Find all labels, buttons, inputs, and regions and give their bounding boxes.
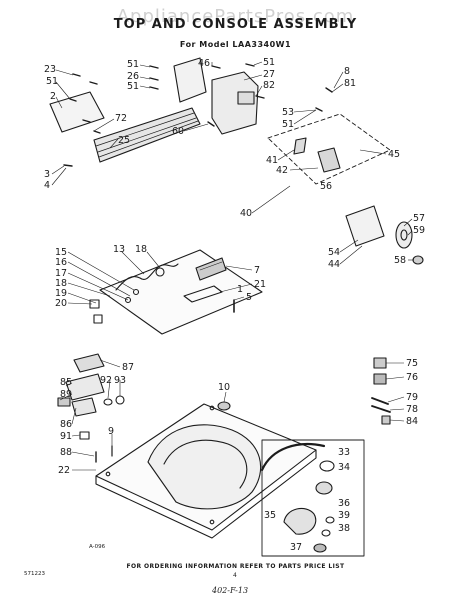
callout: 1 (237, 284, 243, 295)
callout: 54 (328, 247, 340, 258)
callout: 59 (413, 225, 425, 236)
callout-labels: 23 51 2 72 25 3 4 51 26 51 46 51 27 82 8… (44, 57, 425, 553)
knob-insert (412, 255, 424, 265)
figure-code: A-096 (89, 544, 106, 550)
callout: 85 (60, 377, 72, 388)
callout: 40 (240, 208, 252, 219)
callout: 60 (172, 126, 184, 137)
callout: 51 (282, 119, 294, 130)
callout: 19 (55, 288, 67, 299)
callout: 84 (406, 416, 418, 427)
console-panel (49, 91, 105, 133)
callout: 16 (55, 257, 67, 268)
callout: 89 (60, 389, 72, 400)
callout: 17 (55, 268, 67, 279)
callout: 3 (44, 169, 50, 180)
callout: 51 (127, 81, 139, 92)
callout: 21 (254, 279, 266, 290)
callout: 22 (58, 465, 70, 476)
callout: 38 (338, 523, 350, 534)
callout: 92 (100, 375, 112, 386)
valve-parts-inset (261, 439, 365, 557)
screw-group-left (63, 73, 101, 167)
footer-code: 571223 (24, 571, 45, 577)
callout: 39 (338, 510, 350, 521)
callout: 13 (113, 244, 125, 255)
callout: 7 (254, 265, 260, 276)
lid-switch-assembly (65, 373, 105, 401)
callout: 53 (282, 107, 294, 118)
callout: 36 (338, 498, 350, 509)
callout: 33 (338, 447, 350, 458)
callout: 35 (264, 510, 276, 521)
callout: 78 (406, 404, 418, 415)
lid-switch-cover (73, 353, 105, 373)
ordering-note: FOR ORDERING INFORMATION REFER TO PARTS … (126, 563, 345, 570)
callout: 27 (263, 69, 275, 80)
callout: 51 (127, 59, 139, 70)
handwritten-note: 402-F-13 (212, 586, 249, 595)
water-valve (283, 507, 317, 535)
console-bracket (173, 57, 207, 103)
callout: 20 (55, 298, 67, 309)
watermark: AppliancePartsPros.com (116, 6, 355, 27)
callout: 86 (60, 419, 72, 430)
control-box (317, 147, 341, 173)
callout: 4 (44, 180, 50, 191)
callout: 93 (114, 375, 126, 386)
callout: 87 (122, 362, 134, 373)
callout: 8 (344, 66, 350, 77)
lid-hinge-rod (115, 263, 179, 291)
diagram-title: TOP AND CONSOLE ASSEMBLY (113, 17, 358, 32)
control-knob (395, 221, 413, 249)
callout: 51 (263, 57, 275, 68)
callout: 45 (388, 149, 400, 160)
model-subtitle: For Model LAA3340W1 (179, 40, 292, 49)
callout: 51 (46, 76, 58, 87)
callout: 41 (266, 155, 278, 166)
timer-knob-shaft (237, 91, 255, 105)
timer-housing (211, 71, 259, 135)
callout: 91 (60, 431, 72, 442)
control-subassembly-outline (267, 113, 391, 185)
callout: 5 (246, 292, 252, 303)
callout: 9 (108, 426, 114, 437)
mixing-valve-ring (319, 460, 335, 472)
callout: 81 (344, 78, 356, 89)
callout: 2 (50, 91, 56, 102)
page-number: 4 (233, 572, 237, 579)
callout: 26 (127, 71, 139, 82)
callout: 79 (406, 392, 418, 403)
callout: 88 (60, 447, 72, 458)
callout: 15 (55, 247, 67, 258)
callout: 18 (135, 244, 147, 255)
callout: 56 (320, 181, 332, 192)
callout: 42 (276, 165, 288, 176)
callout: 58 (394, 255, 406, 266)
callout: 72 (115, 113, 127, 124)
callout: 34 (338, 462, 350, 473)
callout: 46 (198, 58, 210, 69)
callout: 57 (413, 213, 425, 224)
callout: 75 (406, 358, 418, 369)
callout: 23 (44, 64, 56, 75)
callout: 76 (406, 372, 418, 383)
mounting-plate (345, 205, 385, 247)
leader-lines (51, 61, 414, 471)
callout: 37 (290, 542, 302, 553)
callout: 82 (263, 80, 275, 91)
callout: 18 (55, 278, 67, 289)
callout: 25 (118, 135, 130, 146)
switch-component (293, 137, 307, 155)
callout: 10 (218, 382, 230, 393)
callout: 44 (328, 259, 340, 270)
